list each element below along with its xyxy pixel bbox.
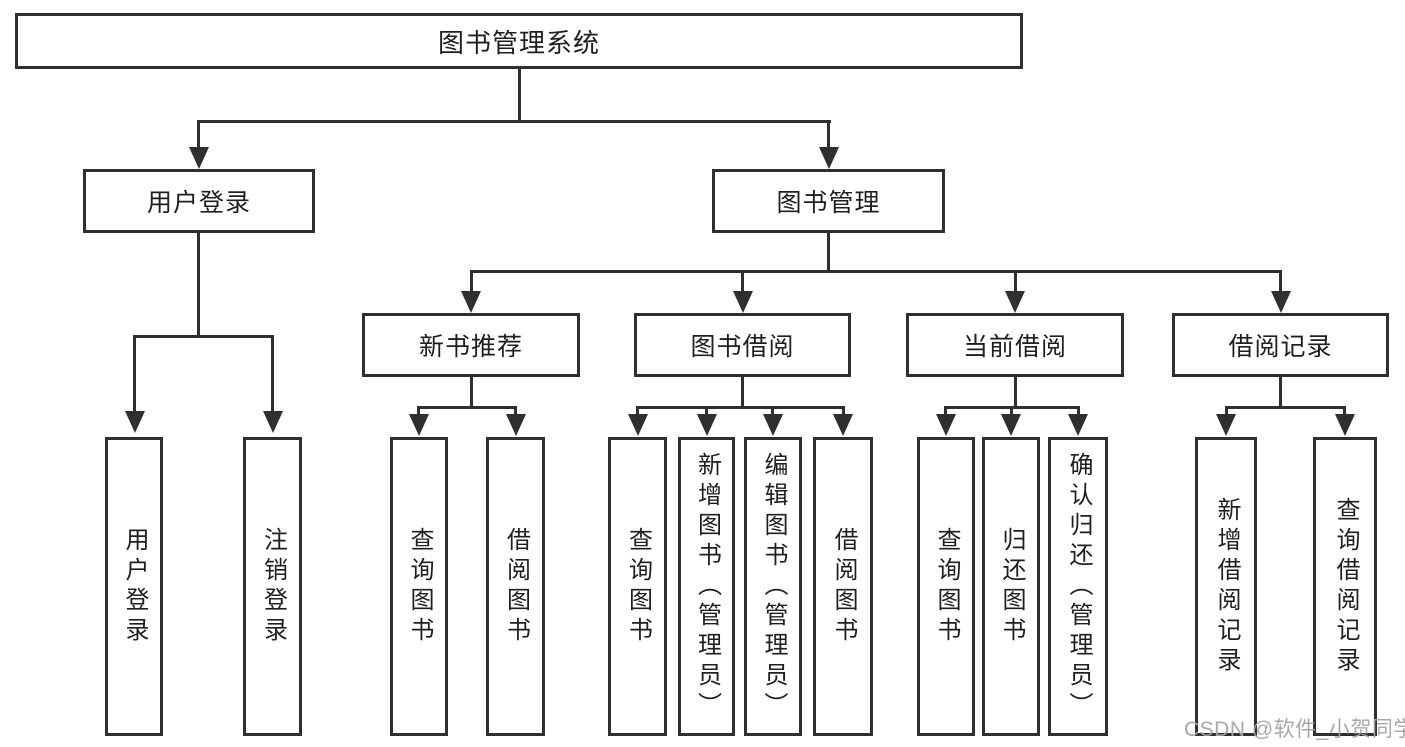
connector-stem [944,406,947,416]
arrow-down-icon [628,414,648,436]
arrow-down-icon [763,414,783,436]
arrow-down-icon [506,414,526,436]
leaf-confirm-return-admin: 确认归还（管理员） [1048,437,1108,736]
leaf-add-borrow-record-label: 新增借阅记录 [1213,496,1240,677]
leaf-return-books-label: 归还图书 [998,526,1025,647]
leaf-query-borrow-record: 查询借阅记录 [1313,437,1377,736]
connector-bar [636,406,845,409]
node-book-borrowing-label: 图书借阅 [690,333,795,361]
connector-bar [133,335,274,338]
leaf-query-borrow-record-label: 查询借阅记录 [1332,496,1359,677]
node-book-management: 图书管理 [712,169,945,233]
connector-stem [1014,270,1017,293]
connector-stem [1279,377,1282,409]
leaf-add-books-admin-label: 新增图书（管理员） [693,451,721,722]
leaf-logout: 注销登录 [243,437,302,736]
node-root-library-system: 图书管理系统 [15,13,1023,69]
leaf-query-books-2-label: 查询图书 [624,526,652,647]
connector-stem [197,233,200,337]
leaf-return-books: 归还图书 [982,437,1040,736]
leaf-borrow-books-1-label: 借阅图书 [502,526,530,647]
leaf-add-borrow-record: 新增借阅记录 [1195,437,1257,736]
node-user-login: 用户登录 [83,169,315,233]
connector-level2-bar [197,120,831,123]
arrow-down-icon [697,414,717,436]
arrow-down-icon [733,291,753,313]
arrow-down-icon [819,147,839,169]
connector-stem [741,270,744,293]
connector-stem [705,406,708,416]
connector-stem [470,270,473,293]
arrow-down-icon [1271,291,1291,313]
leaf-borrow-books-2: 借阅图书 [813,437,873,736]
arrow-down-icon [1216,414,1236,436]
leaf-edit-books-admin-label: 编辑图书（管理员） [760,451,787,722]
connector-stem [271,335,274,413]
connector-stem [133,335,136,413]
connector-stem [741,377,744,409]
leaf-logout-label: 注销登录 [259,526,287,647]
node-borrowing-records-label: 借阅记录 [1228,333,1333,361]
arrow-down-icon [461,291,481,313]
connector-stem [1225,406,1228,416]
connector-stem [1077,406,1080,416]
arrow-down-icon [936,414,956,436]
connector-stem [1010,406,1013,416]
arrow-down-icon [1335,414,1355,436]
leaf-borrow-books-1: 借阅图书 [486,437,545,736]
leaf-query-books-3-label: 查询图书 [933,526,960,647]
leaf-query-books-1: 查询图书 [390,437,448,736]
connector-stem [514,406,517,416]
leaf-edit-books-admin: 编辑图书（管理员） [744,437,802,736]
leaf-user-login-label: 用户登录 [121,526,148,647]
connector-stem [470,377,473,409]
arrow-down-icon [125,411,145,433]
connector-stem [827,233,830,272]
connector-stem [1014,377,1017,409]
node-user-login-label: 用户登录 [146,189,251,217]
leaf-query-books-3: 查询图书 [917,437,975,736]
node-current-borrowing-label: 当前借阅 [962,333,1067,361]
arrow-down-icon [1068,414,1088,436]
node-current-borrowing: 当前借阅 [906,313,1124,377]
arrow-down-icon [263,411,283,433]
connector-bar [417,406,517,409]
connector-stem [1343,406,1346,416]
connector-stem [636,406,639,416]
arrow-down-icon [1001,414,1021,436]
leaf-borrow-books-2-label: 借阅图书 [830,526,857,647]
arrow-down-icon [1005,291,1025,313]
leaf-query-books-1-label: 查询图书 [406,526,433,647]
leaf-user-login: 用户登录 [105,437,163,736]
connector-stem [842,406,845,416]
leaf-add-books-admin: 新增图书（管理员） [678,437,735,736]
connector-level3-bar [470,270,1282,273]
connector-stem [827,120,830,149]
csdn-watermark: CSDN @软件_小贺同学 [1184,718,1405,741]
connector-root-stem [518,69,521,123]
node-root-label: 图书管理系统 [437,27,600,58]
node-book-borrowing: 图书借阅 [634,313,851,377]
connector-bar [1225,406,1346,409]
node-book-management-label: 图书管理 [776,189,881,217]
leaf-confirm-return-admin-label: 确认归还（管理员） [1065,451,1092,722]
connector-stem [197,120,200,149]
connector-stem [417,406,420,416]
arrow-down-icon [833,414,853,436]
arrow-down-icon [189,147,209,169]
connector-stem [771,406,774,416]
node-new-book-recommend: 新书推荐 [362,313,580,377]
node-borrowing-records: 借阅记录 [1172,313,1389,377]
arrow-down-icon [409,414,429,436]
node-new-book-recommend-label: 新书推荐 [418,333,523,361]
leaf-query-books-2: 查询图书 [608,437,667,736]
connector-stem [1279,270,1282,293]
